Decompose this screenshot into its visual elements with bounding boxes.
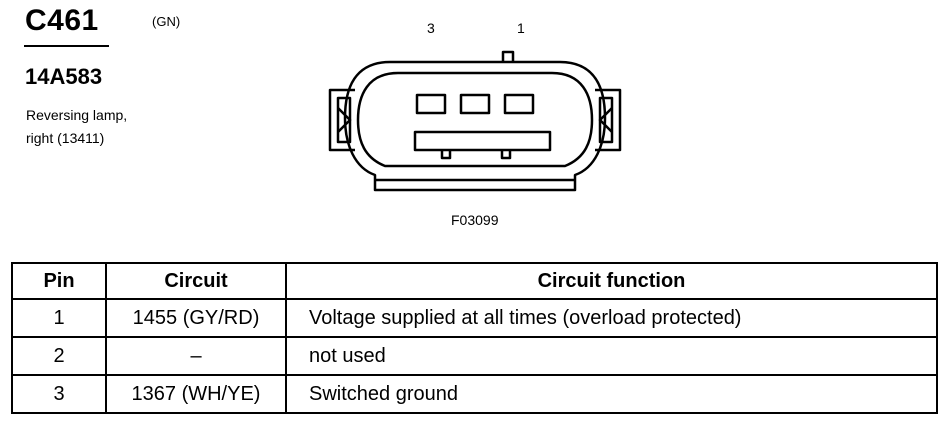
cell-function: Switched ground [285,374,938,414]
pin-table: Pin Circuit Circuit function 1 1455 (GY/… [11,262,938,414]
table-row: 2 – not used [11,336,938,376]
color-code: (GN) [152,14,181,29]
left-latch [328,88,355,152]
lower-slot [413,130,552,152]
connector-inner-outline [356,71,594,168]
description-line-1: Reversing lamp, [26,107,128,123]
cell-pin: 3 [11,374,107,414]
table-header-row: Pin Circuit Circuit function [11,262,938,300]
pin-cavity-2 [459,93,491,115]
header-pin: Pin [11,262,107,300]
cell-pin: 2 [11,336,107,376]
right-latch [595,88,622,152]
title-underline [24,45,109,47]
cell-circuit: 1367 (WH/YE) [105,374,287,414]
table-row: 3 1367 (WH/YE) Switched ground [11,374,938,414]
pin-cavity-3 [415,93,447,115]
connector-drawing [328,50,622,192]
part-number: 14A583 [25,64,103,89]
description-line-2: right (13411) [26,130,105,146]
cell-function: not used [285,336,938,376]
figure-code: F03099 [451,212,499,228]
header-circuit: Circuit [105,262,287,300]
cell-function: Voltage supplied at all times (overload … [285,298,938,338]
cell-pin: 1 [11,298,107,338]
pin-cavity-1 [503,93,535,115]
connector-id: C461 [25,4,99,37]
cell-circuit: – [105,336,287,376]
table-row: 1 1455 (GY/RD) Voltage supplied at all t… [11,298,938,338]
pin-label-3: 3 [427,20,435,36]
cell-circuit: 1455 (GY/RD) [105,298,287,338]
header-circuit-function: Circuit function [285,262,938,300]
key-tab [501,50,515,62]
pin-label-1: 1 [517,20,525,36]
connector-outer-shell [343,60,607,192]
